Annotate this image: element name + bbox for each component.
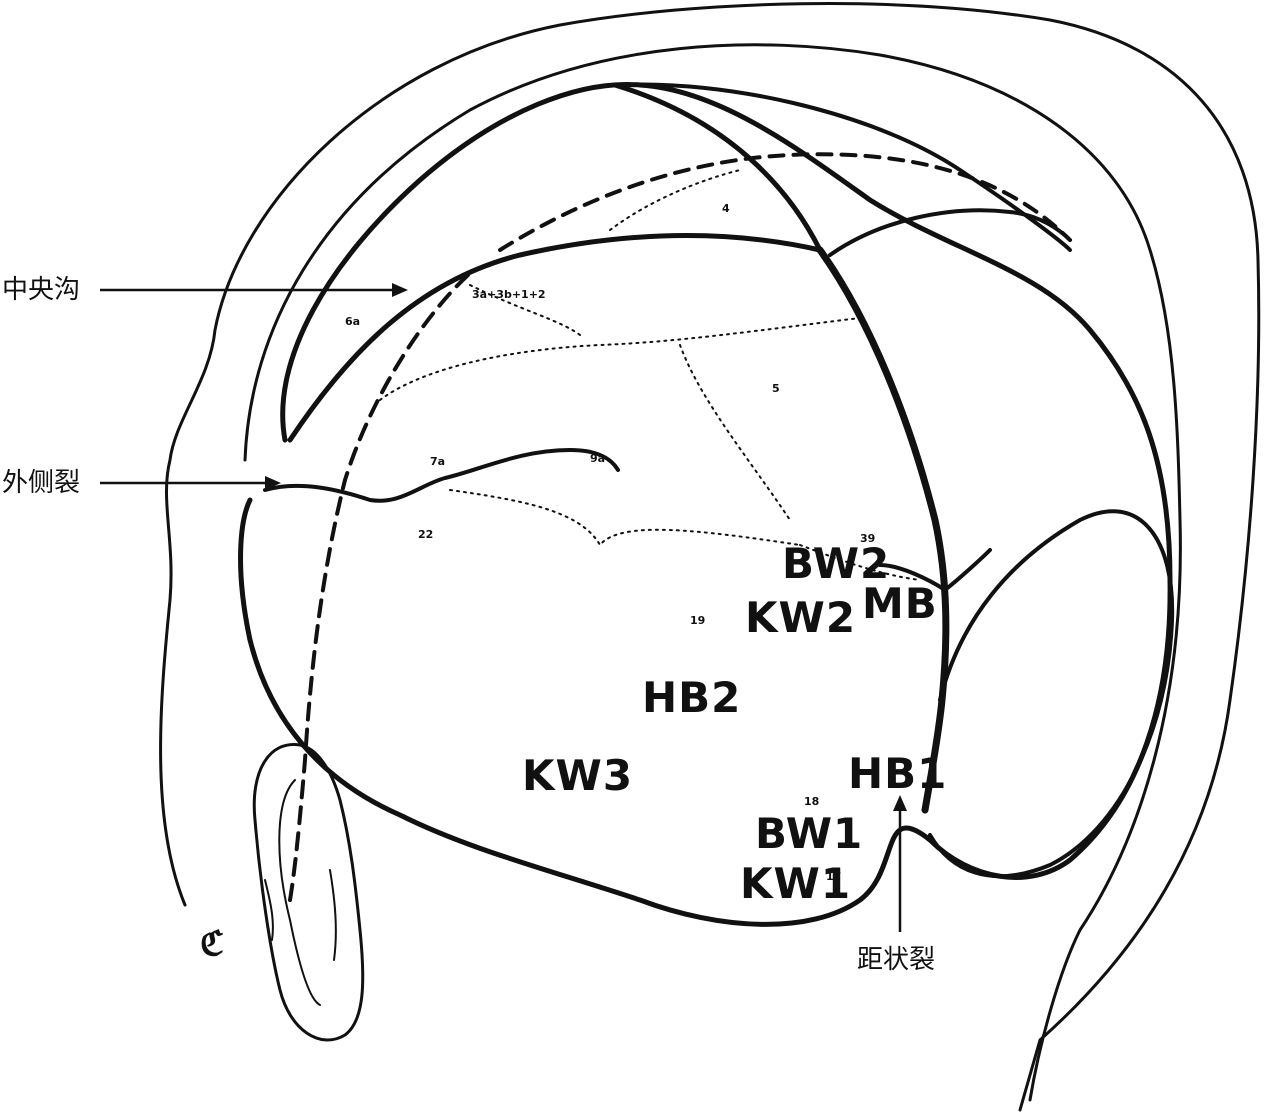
area-5: 5 bbox=[772, 382, 780, 395]
dotted-boundary-2 bbox=[679, 344, 791, 521]
ear-outline bbox=[252, 742, 365, 1042]
region-hb1: HB1 bbox=[848, 749, 947, 798]
dashed-arc-top bbox=[498, 152, 1072, 252]
ear-glyph: ℭ bbox=[200, 924, 224, 964]
parietal-curve bbox=[287, 233, 823, 443]
region-kw1: KW1 bbox=[740, 859, 851, 908]
area-7a-left: 7a bbox=[430, 455, 445, 468]
area-9a: 9a bbox=[590, 452, 605, 465]
calcarine-fissure-callout bbox=[893, 795, 907, 932]
lateral-fissure-callout bbox=[100, 476, 281, 490]
lateral-fissure-label: 外侧裂 bbox=[2, 468, 80, 498]
region-kw2: KW2 bbox=[745, 593, 856, 642]
area-39: 39 bbox=[860, 532, 875, 545]
occipital-branch bbox=[828, 208, 1072, 257]
area-22: 22 bbox=[418, 528, 433, 541]
central-sulcus-callout bbox=[100, 283, 408, 297]
dotted-boundary-3 bbox=[449, 489, 801, 546]
occipital-lower-loop bbox=[928, 509, 1175, 879]
scalp-inner-line bbox=[243, 43, 1182, 1102]
lateral-fissure-line bbox=[263, 448, 620, 503]
dotted-boundary-4 bbox=[799, 544, 921, 581]
area-3a3b12: 3a+3b+1+2 bbox=[472, 288, 546, 301]
upper-sulcus-2 bbox=[618, 82, 1072, 252]
upper-sulcus bbox=[612, 82, 823, 253]
region-mb: MB bbox=[862, 579, 938, 628]
central-sulcus-label: 中央沟 bbox=[2, 275, 80, 305]
area-17: 17 bbox=[826, 870, 841, 883]
region-kw3: KW3 bbox=[522, 751, 633, 800]
area-4: 4 bbox=[722, 202, 730, 215]
ear-detail bbox=[264, 869, 337, 961]
area-18: 18 bbox=[804, 795, 819, 808]
region-hb2: HB2 bbox=[642, 673, 741, 722]
area-19: 19 bbox=[690, 614, 705, 627]
calcarine-branch bbox=[878, 548, 992, 592]
dotted-boundary-1 bbox=[379, 317, 861, 401]
parieto-occipital-sulcus bbox=[816, 246, 950, 814]
dashed-vertical-line bbox=[288, 273, 470, 902]
region-bw1: BW1 bbox=[755, 809, 863, 858]
dotted-boundary-6 bbox=[609, 169, 741, 231]
region-bw2: BW2 bbox=[782, 539, 890, 588]
area-6a: 6a bbox=[345, 315, 360, 328]
head-outline bbox=[159, 2, 1261, 1112]
calcarine-fissure-label: 距状裂 bbox=[857, 945, 935, 975]
ear-inner bbox=[278, 779, 321, 1006]
cerebrum-outline bbox=[238, 81, 1173, 927]
dotted-boundary-5 bbox=[469, 284, 581, 336]
